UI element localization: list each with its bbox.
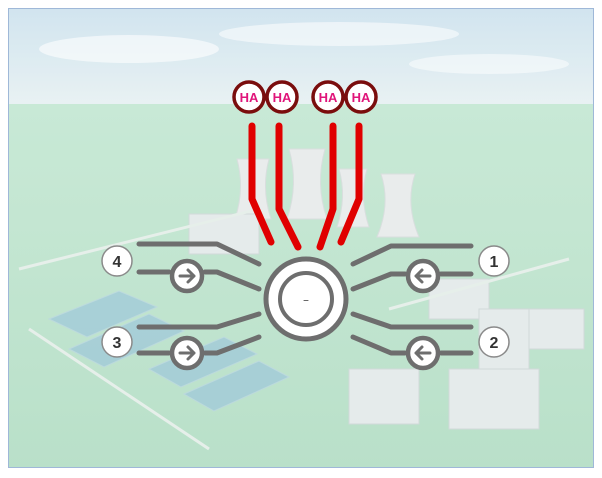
ha-node-3[interactable]: HA bbox=[311, 80, 345, 114]
ha-node-2[interactable]: HA bbox=[265, 80, 299, 114]
arrow-left-circle-icon[interactable] bbox=[405, 258, 441, 294]
header-line-2 bbox=[275, 122, 302, 251]
ha-node-4[interactable]: HA bbox=[344, 80, 378, 114]
ha-label: HA bbox=[273, 90, 292, 105]
port-number: 2 bbox=[490, 335, 499, 352]
ha-label: HA bbox=[319, 90, 338, 105]
port-node-3[interactable]: 3 bbox=[101, 326, 133, 358]
connector-port-2-top bbox=[350, 311, 474, 330]
port-node-1[interactable]: 1 bbox=[478, 245, 510, 277]
connector-lines bbox=[136, 241, 474, 356]
connector-port-1-top bbox=[350, 243, 474, 267]
connector-port-2-out bbox=[350, 334, 408, 356]
arrow-right-circle-icon[interactable] bbox=[169, 258, 205, 294]
ha-label: HA bbox=[240, 90, 259, 105]
connector-port-1-out bbox=[350, 271, 408, 292]
background-scene bbox=[9, 9, 593, 467]
port-node-2[interactable]: 2 bbox=[478, 326, 510, 358]
ha-label: HA bbox=[352, 90, 371, 105]
port-number: 1 bbox=[490, 254, 499, 271]
header-line-3 bbox=[316, 122, 337, 251]
diagram-frame: HA HA HA HA bbox=[8, 8, 594, 468]
arrow-right-circle-icon[interactable] bbox=[169, 335, 205, 371]
valve-hub-icon[interactable]: – bbox=[263, 256, 349, 342]
header-line-1 bbox=[248, 122, 275, 246]
ha-node-1[interactable]: HA bbox=[232, 80, 266, 114]
buildings bbox=[188, 213, 585, 430]
arrow-left-circle-icon[interactable] bbox=[405, 335, 441, 371]
connector-port-3-top bbox=[136, 311, 262, 330]
connector-port-4-out bbox=[202, 269, 262, 292]
header-lines bbox=[248, 122, 363, 251]
header-line-4 bbox=[337, 122, 363, 246]
port-number: 3 bbox=[113, 335, 122, 352]
port-number: 4 bbox=[113, 254, 122, 271]
port-node-4[interactable]: 4 bbox=[101, 245, 133, 277]
connector-port-3-out bbox=[202, 334, 262, 356]
connector-port-4-top bbox=[136, 241, 262, 267]
roads bbox=[18, 207, 570, 451]
piping-diagram: HA HA HA HA bbox=[9, 9, 593, 467]
hub-symbol: – bbox=[303, 293, 309, 307]
